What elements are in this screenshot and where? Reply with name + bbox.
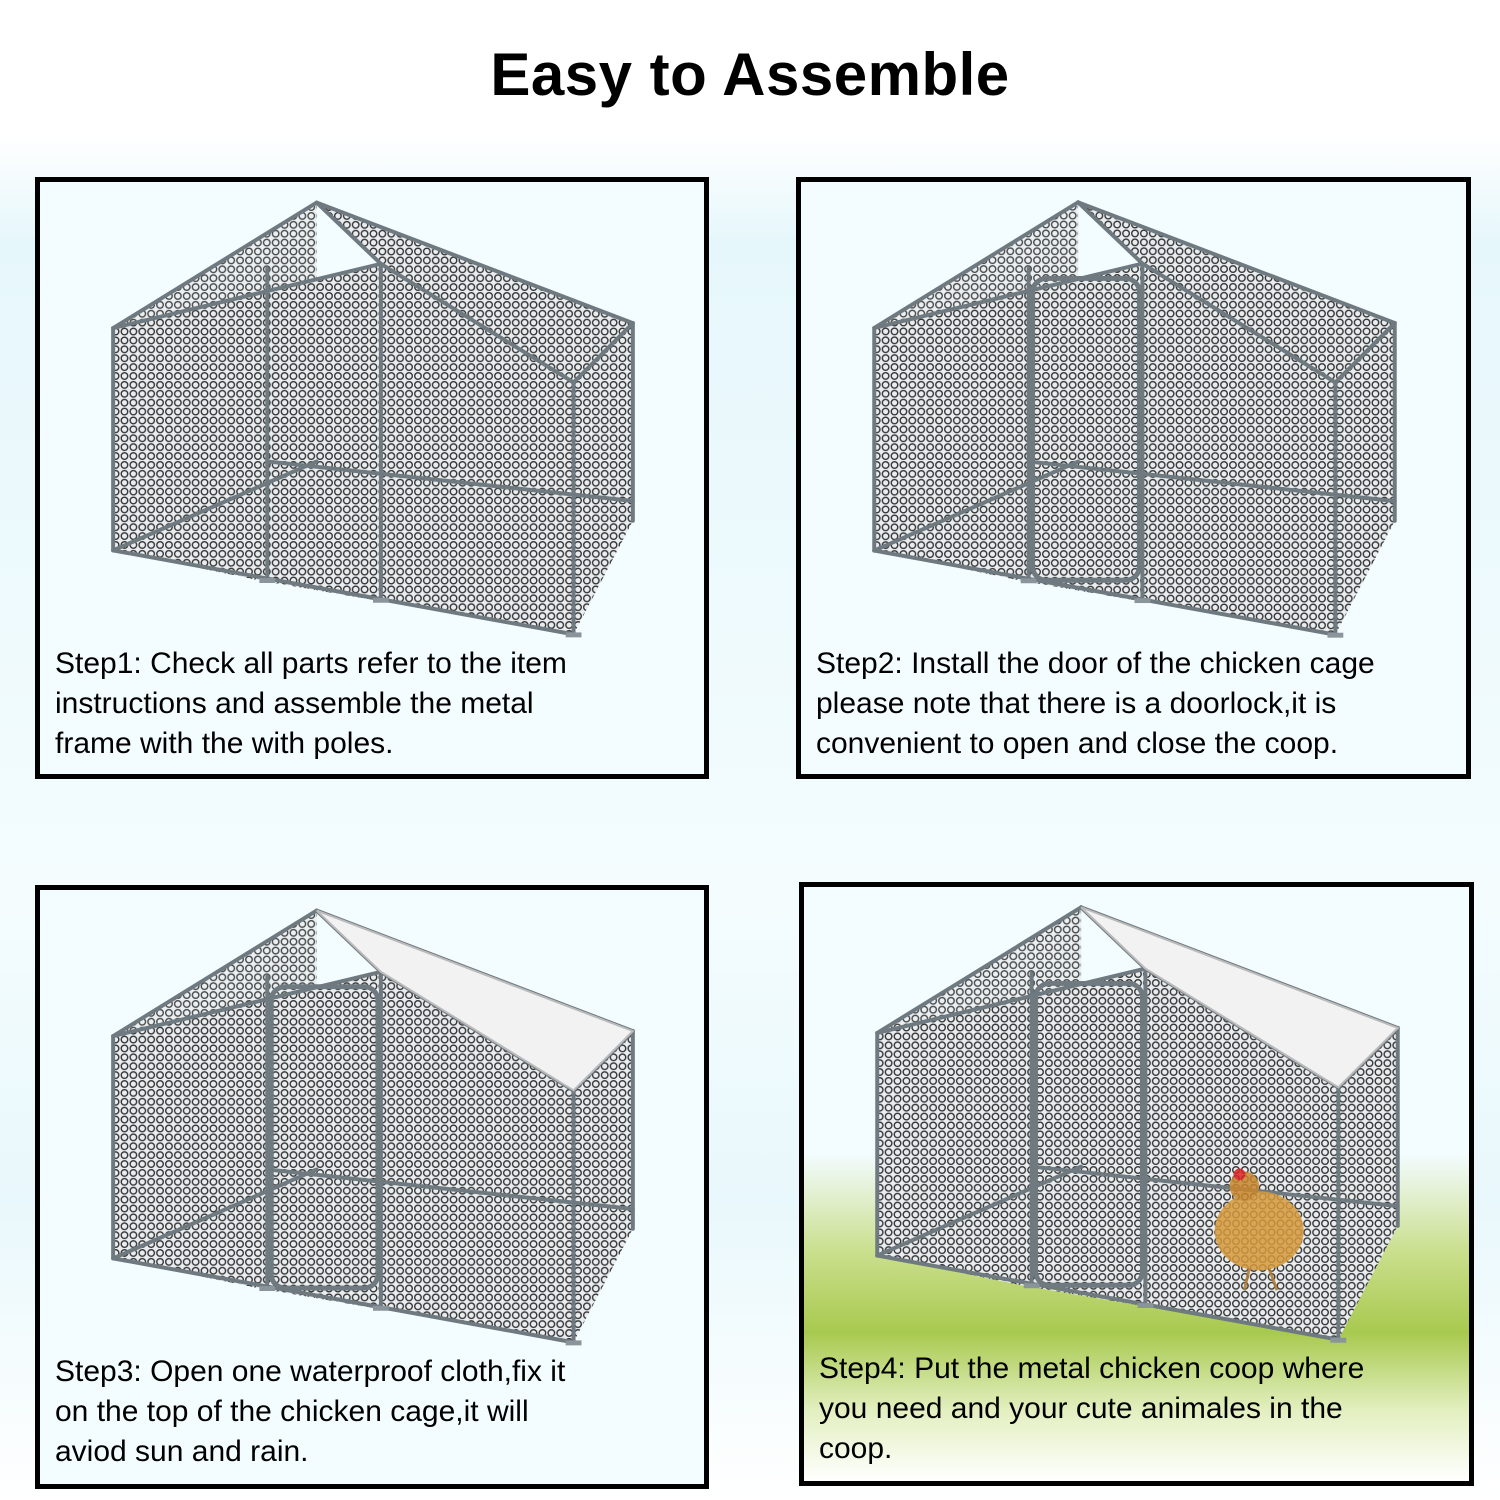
- door-frame: [1030, 275, 1142, 583]
- step-text-line: please note that there is a doorlock,it …: [816, 687, 1337, 720]
- waterproof-cloth: [315, 909, 635, 1092]
- step-1-text: Step1: Check all parts refer to the item…: [55, 644, 700, 764]
- step-4-panel: Step4: Put the metal chicken coop where …: [799, 882, 1474, 1486]
- step-3-text: Step3: Open one waterproof cloth,fix it …: [55, 1352, 700, 1472]
- coop-frame-image: [40, 182, 704, 652]
- step-text-line: frame with the with poles.: [55, 727, 394, 760]
- step-text-line: Step3: Open one waterproof cloth,fix it: [55, 1355, 566, 1388]
- step-text-line: aviod sun and rain.: [55, 1435, 309, 1468]
- step-text-line: instructions and assemble the metal: [55, 687, 534, 720]
- step-text-line: you need and your cute animales in the: [819, 1392, 1343, 1425]
- step-text-line: Step2: Install the door of the chicken c…: [816, 647, 1375, 680]
- page-title: Easy to Assemble: [490, 41, 1010, 108]
- step-text-line: Step1: Check all parts refer to the item: [55, 647, 567, 680]
- step-text-line: convenient to open and close the coop.: [816, 727, 1339, 760]
- step-1-panel: Step1: Check all parts refer to the item…: [35, 177, 709, 779]
- coop-with-cover-image: [40, 890, 704, 1360]
- step-2-text: Step2: Install the door of the chicken c…: [816, 644, 1462, 764]
- step-text-line: Step4: Put the metal chicken coop where: [819, 1352, 1365, 1385]
- step-4-text: Step4: Put the metal chicken coop where …: [819, 1349, 1465, 1469]
- chicken-icon: [1214, 1168, 1304, 1291]
- coop-with-chicken-image: [804, 887, 1469, 1357]
- step-text-line: on the top of the chicken cage,it will: [55, 1395, 529, 1428]
- coop-with-door-image: [801, 182, 1466, 652]
- step-text-line: coop.: [819, 1432, 893, 1465]
- step-2-panel: Step2: Install the door of the chicken c…: [796, 177, 1471, 779]
- step-3-panel: Step3: Open one waterproof cloth,fix it …: [35, 885, 709, 1489]
